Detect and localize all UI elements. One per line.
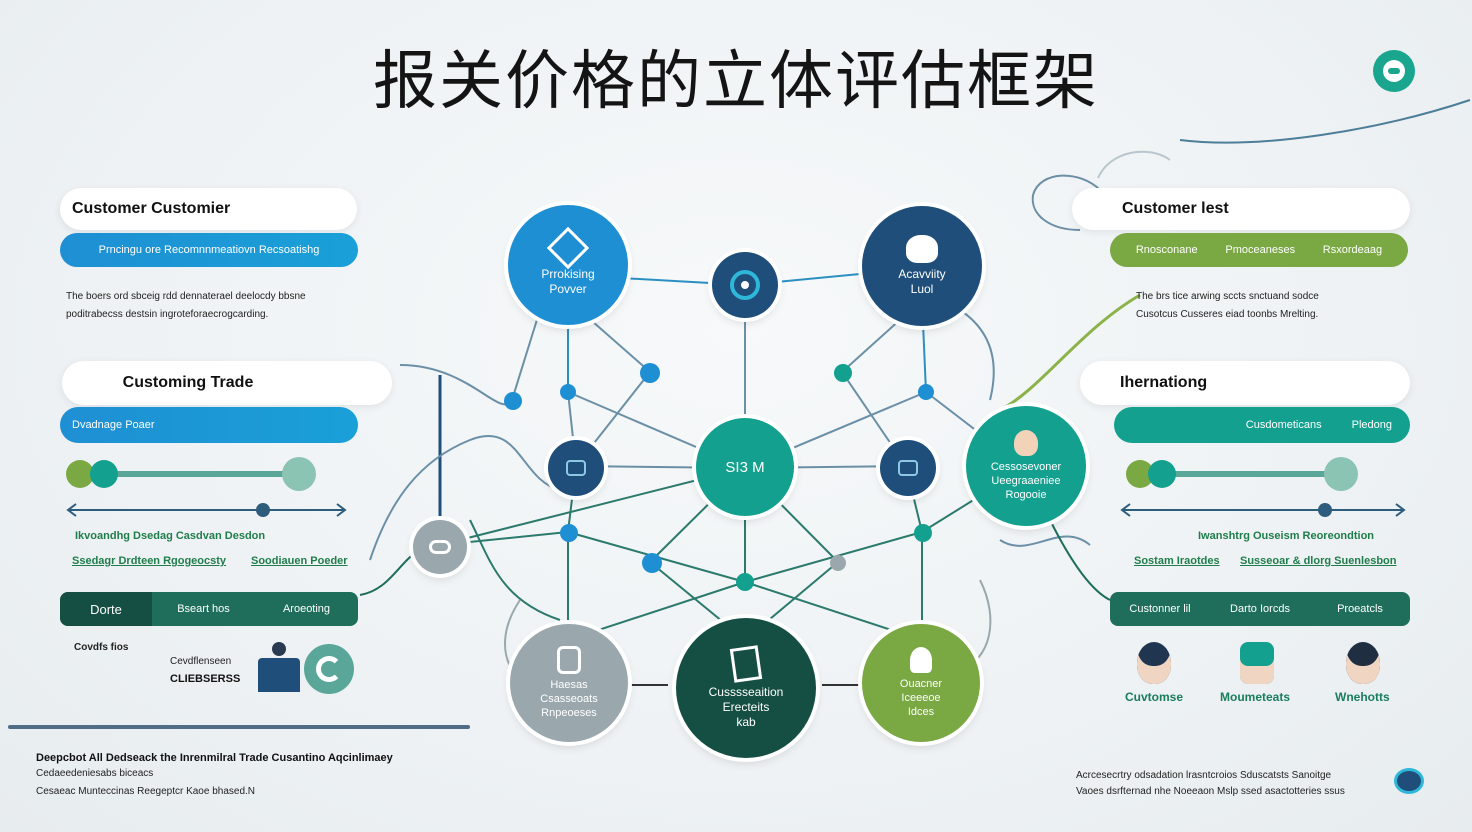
person-icon <box>910 647 932 673</box>
node-customs-ideas[interactable]: Ouacner Iceeeoe Idces <box>862 624 980 742</box>
refresh-icon[interactable] <box>304 644 354 694</box>
person-icon <box>1014 430 1038 456</box>
link-icon <box>429 540 451 554</box>
node-activity-level[interactable]: Acavviity Luol <box>862 206 982 326</box>
user-icon <box>557 646 581 674</box>
left-small-text: Covdfs fios <box>74 642 129 653</box>
avatar-wnehotts[interactable] <box>1346 642 1380 684</box>
node-label: Cusssseaition Erecteits kab <box>708 684 784 729</box>
tab[interactable]: Custonner lil <box>1129 603 1191 615</box>
left-card2-title: Customing Trade <box>62 361 392 405</box>
junction-dot <box>918 384 934 400</box>
right-card-title: Customer lest <box>1072 188 1410 230</box>
node-customer-recognition[interactable]: Cessosevoner Ueegraaeniee Rogooie <box>966 406 1086 526</box>
slider-knob[interactable] <box>1148 460 1176 488</box>
node-target[interactable] <box>712 252 778 318</box>
node-right-mid[interactable] <box>880 440 936 496</box>
tab[interactable]: Proeatcls <box>1337 603 1383 615</box>
footer-text: Acrcesecrtry odsadation lrasntcroios Sdu… <box>1076 770 1332 781</box>
node-assessment-processes[interactable]: Haesas Csasseoats Rnpeoeses <box>510 624 628 742</box>
target-icon <box>730 270 760 300</box>
avatar-label: Moumeteats <box>1220 690 1291 704</box>
arrow-marker <box>256 503 270 517</box>
gear-icon <box>566 460 586 476</box>
left-card2-bar: Dvadnage Poaer <box>60 407 358 443</box>
right-link[interactable]: Iwanshtrg Ouseism Reoreondtion <box>1198 530 1375 542</box>
tab[interactable]: Bseart hos <box>177 603 230 615</box>
left-link[interactable]: Soodiauen Poeder <box>251 555 348 567</box>
tab[interactable]: Darto Iorcds <box>1230 603 1290 615</box>
footer-text: Vaoes dsrfternad nhe Noeeaon Mslp ssed a… <box>1076 786 1345 797</box>
page-title: 报关价格的立体评估框架 <box>373 45 1099 119</box>
node-label: Acavviity Luol <box>898 267 946 296</box>
right-link[interactable]: Sostam Iraotdes <box>1134 555 1220 567</box>
left-card-title: Customer Customier <box>60 188 357 230</box>
node-label: Prrokising Povver <box>541 267 595 296</box>
footer-divider <box>8 725 470 729</box>
brain-icon <box>906 235 938 263</box>
junction-dot <box>914 524 932 542</box>
left-link[interactable]: Ikvoandhg Dsedag Casdvan Desdon <box>75 530 266 542</box>
junction-dot <box>640 363 660 383</box>
left-link[interactable]: Ssedagr Drdteen Rgogeocsty <box>72 555 227 567</box>
avatar-label: Wnehotts <box>1335 690 1390 704</box>
right-tab-bar: Custonner lil Darto Iorcds Proeatcls <box>1110 592 1410 626</box>
slider-knob[interactable] <box>66 460 94 488</box>
person-icon <box>258 642 300 692</box>
footer-text: Cedaeedeniesabs biceacs <box>36 768 154 779</box>
junction-dot <box>504 392 522 410</box>
left-small-text: Cevdflenseen <box>170 656 232 667</box>
right-card2-title: Ihernationg <box>1080 361 1410 405</box>
avatar-movements[interactable] <box>1240 642 1274 684</box>
hexagon-icon <box>546 226 590 270</box>
slider-knob[interactable] <box>90 460 118 488</box>
junction-dot <box>560 524 578 542</box>
node-label: Ouacner Iceeeoe Idces <box>899 678 943 718</box>
right-card2-bar: Cusdometicans Pledong <box>1114 407 1410 443</box>
node-customs-classification[interactable]: Cusssseaition Erecteits kab <box>676 618 816 758</box>
left-note: The boers ord sbceig rdd dennaterael dee… <box>66 291 306 320</box>
slider-knob[interactable] <box>282 457 316 491</box>
tab[interactable]: Aroeoting <box>282 603 331 615</box>
footer-text: Cesaeac Munteccinas Reegeptcr Kaoe bhase… <box>36 786 256 797</box>
tab[interactable]: Dorte <box>60 592 152 626</box>
junction-dot <box>830 555 846 571</box>
junction-dot <box>642 553 662 573</box>
share-icon[interactable] <box>1373 50 1415 92</box>
left-tab-bar: Dorte Bseart hos Aroeoting <box>60 592 358 626</box>
node-label: Haesas Csasseoats Rnpeoeses <box>540 679 598 719</box>
junction-dot <box>736 573 754 591</box>
arrow-marker <box>1318 503 1332 517</box>
left-card-bar: Prncingu ore Recomnnmeatiovn Recsoatishg <box>60 233 358 267</box>
footer-heading: Deepcbot All Dedseack the Inrenmilral Tr… <box>36 752 393 764</box>
node-center[interactable]: SI3 M <box>696 418 794 516</box>
right-card-bar: Rnosconane Pmoceaneses Rsxordeaag <box>1110 233 1408 267</box>
node-pricing-power[interactable]: Prrokising Povver <box>508 205 628 325</box>
avatar-customer[interactable] <box>1137 642 1171 684</box>
node-label: Cessosevoner Ueegraaeniee Rogooie <box>990 461 1062 501</box>
node-label: SI3 M <box>725 458 765 476</box>
globe-icon[interactable] <box>1394 768 1424 794</box>
right-link[interactable]: Susseoar & dlorg Suenlesbon <box>1240 555 1397 567</box>
avatar-label: Cuvtomse <box>1125 690 1184 704</box>
gear-icon <box>898 460 918 476</box>
junction-dot <box>834 364 852 382</box>
right-note: The brs tice arwing sccts snctuand sodce… <box>1136 291 1319 320</box>
junction-dot <box>560 384 576 400</box>
left-small-text: CLIEBSERSS <box>170 673 241 685</box>
node-left-mid[interactable] <box>548 440 604 496</box>
document-icon <box>729 644 763 683</box>
slider-knob[interactable] <box>1324 457 1358 491</box>
node-link-gray[interactable] <box>413 520 467 574</box>
